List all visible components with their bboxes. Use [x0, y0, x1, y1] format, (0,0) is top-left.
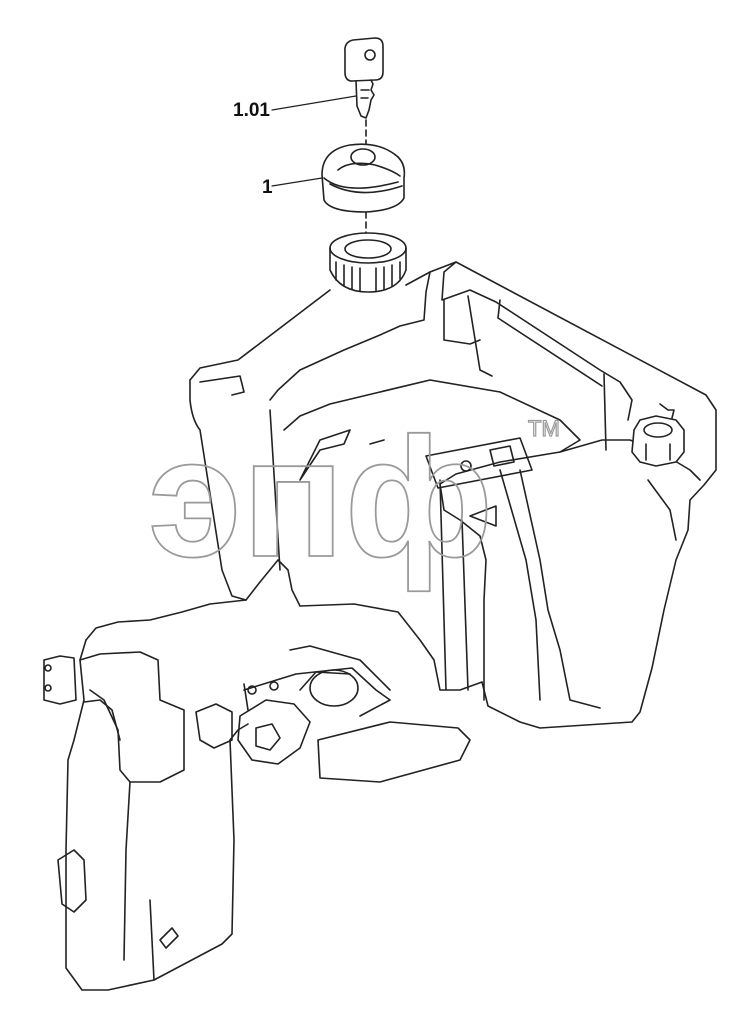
pump-assembly-icon [195, 645, 471, 783]
filler-cap-icon [321, 143, 406, 213]
tank-body-icon [85, 261, 717, 729]
filler-neck-icon [329, 232, 407, 293]
callout-leader-key [271, 95, 357, 111]
callout-cap-label: 1 [262, 177, 273, 198]
watermark-trademark: TM [528, 416, 560, 441]
breather-cap-icon [631, 403, 685, 467]
watermark-text: эпф [148, 403, 493, 593]
callout-key-label: 1.01 [233, 100, 270, 121]
lower-tank-icon [43, 639, 249, 991]
callout-leader-cap [271, 177, 323, 187]
watermark-logo: эпф [147, 402, 494, 594]
key-icon [344, 37, 384, 119]
